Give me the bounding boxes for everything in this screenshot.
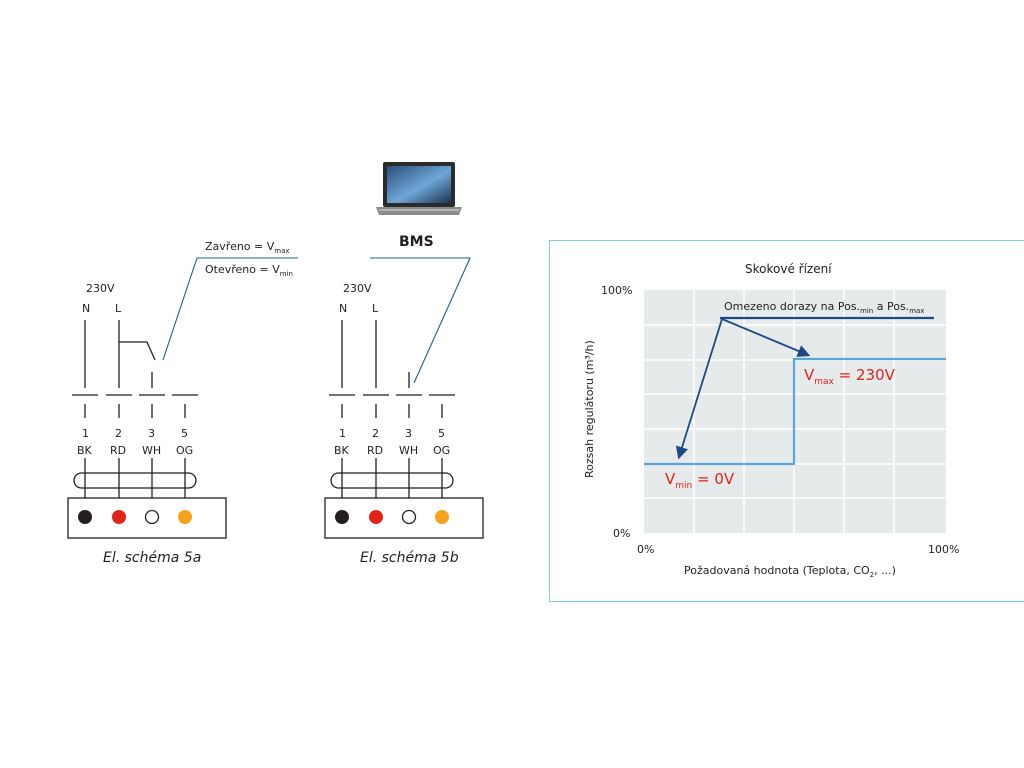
laptop-icon — [376, 162, 462, 215]
terminal-color-og-5a: OG — [176, 444, 193, 457]
y-axis-title: Rozsah regulátoru (m³/h) — [583, 340, 596, 478]
y-axis-bottom-label: 0% — [613, 527, 630, 540]
terminal-color-rd-5b: RD — [367, 444, 383, 457]
step-signal-line — [644, 357, 946, 466]
neutral-label-5b: N — [339, 302, 347, 315]
wiring-5a — [67, 320, 227, 539]
wiring-5b — [324, 320, 484, 539]
terminal-color-rd-5a: RD — [110, 444, 126, 457]
terminal-color-bk-5b: BK — [334, 444, 350, 457]
vmax-annotation: Vmax = 230V — [804, 366, 896, 387]
arrow-to-vmin — [675, 318, 723, 460]
arrow-to-vmax — [721, 318, 811, 357]
bms-label: BMS — [399, 234, 434, 250]
switch-signal-line-5a — [162, 257, 298, 361]
schema-5a: 230V N L Zavřeno = Vmax Ote — [67, 240, 298, 566]
terminal-number-1-5a: 1 — [82, 427, 89, 440]
x-axis-right-label: 100% — [928, 543, 959, 556]
terminal-dot-white-5b — [401, 509, 417, 525]
terminal-color-og-5b: OG — [433, 444, 450, 457]
terminal-number-5-5b: 5 — [438, 427, 445, 440]
switch-closed-label: Zavřeno = Vmax — [205, 240, 290, 255]
terminal-number-5-5a: 5 — [181, 427, 188, 440]
terminal-color-wh-5a: WH — [142, 444, 161, 457]
terminal-dot-red-5b — [369, 510, 383, 524]
terminal-number-3-5a: 3 — [148, 427, 155, 440]
schema-5b: BMS 230V N L 1 2 3 5 BK RD — [324, 162, 484, 566]
y-axis-top-label: 100% — [601, 284, 632, 297]
terminal-dot-black-5b — [335, 510, 349, 524]
terminal-dot-red-5a — [112, 510, 126, 524]
terminal-number-2-5b: 2 — [372, 427, 379, 440]
x-axis-title: Požadovaná hodnota (Teplota, CO2, ...) — [684, 564, 896, 579]
graph-title: Skokové řízení — [745, 262, 832, 276]
terminal-color-wh-5b: WH — [399, 444, 418, 457]
terminal-dot-white-5a — [144, 509, 160, 525]
voltage-label-5b: 230V — [343, 282, 372, 295]
terminal-color-bk-5a: BK — [77, 444, 93, 457]
x-axis-left-label: 0% — [637, 543, 654, 556]
terminal-number-2-5a: 2 — [115, 427, 122, 440]
terminal-number-1-5b: 1 — [339, 427, 346, 440]
vmin-annotation: Vmin = 0V — [665, 470, 735, 491]
terminal-number-3-5b: 3 — [405, 427, 412, 440]
caption-5b: El. schéma 5b — [360, 550, 459, 566]
caption-5a: El. schéma 5a — [103, 550, 201, 566]
switch-open-label: Otevřeno = Vmin — [205, 263, 293, 278]
terminal-dot-orange-5b — [435, 510, 449, 524]
voltage-label-5a: 230V — [86, 282, 115, 295]
limit-annotation: Omezeno dorazy na Pos.min a Pos.max — [724, 300, 924, 315]
terminal-dot-orange-5a — [178, 510, 192, 524]
line-label-5a: L — [115, 302, 122, 315]
line-label-5b: L — [372, 302, 379, 315]
terminal-dot-black-5a — [78, 510, 92, 524]
bms-signal-line — [370, 257, 471, 384]
step-control-panel: Skokové řízení 100% 0% 0% 100% Rozsah re… — [549, 240, 1024, 602]
neutral-label-5a: N — [82, 302, 90, 315]
